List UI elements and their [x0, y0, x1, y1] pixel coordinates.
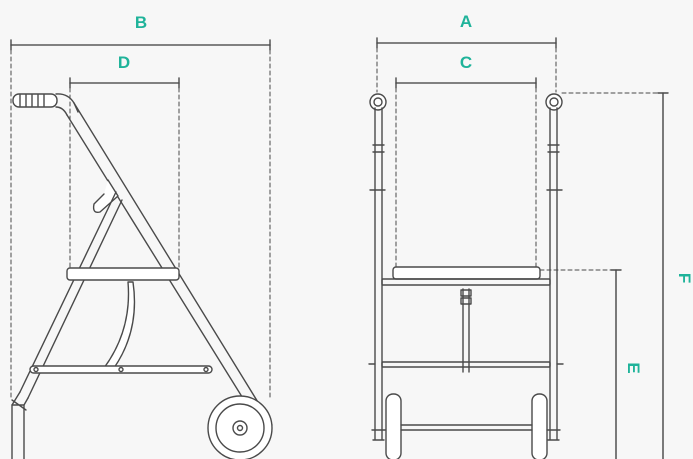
rollator-front-view	[368, 37, 669, 459]
dimension-c	[395, 77, 537, 269]
dimension-label-d: D	[118, 53, 130, 72]
center-stem-clip	[460, 289, 472, 297]
basket	[103, 281, 136, 369]
dimension-e	[539, 269, 622, 459]
front-tube	[19, 191, 123, 399]
rear-wheel	[207, 395, 273, 459]
dimension-label-a: A	[460, 12, 472, 31]
dimension-d	[69, 77, 180, 269]
center-stem	[462, 288, 470, 373]
dimension-label-e: E	[624, 362, 643, 373]
dimension-label-c: C	[460, 53, 472, 72]
bolt	[33, 366, 39, 373]
rear-tube	[66, 102, 273, 430]
right-handle-knob-inner	[549, 97, 559, 107]
handle-grip-ridges	[19, 94, 45, 107]
handle-grip	[12, 93, 58, 108]
lower-crossbar	[29, 365, 213, 374]
wheel-tire	[207, 395, 273, 459]
rollator-side-view	[10, 39, 273, 459]
wheel-axle	[236, 424, 244, 432]
wheel-rim	[215, 403, 265, 453]
front-seat	[392, 266, 541, 280]
left-handle-knob	[369, 93, 387, 111]
left-front-wheel	[385, 393, 402, 459]
seat-frame-bar	[381, 278, 551, 286]
dimension-label-f: F	[675, 273, 693, 283]
seat	[66, 267, 180, 281]
bolt	[118, 366, 124, 373]
axle-bar	[400, 424, 533, 431]
left-upright	[374, 107, 383, 431]
right-height-adjuster	[546, 144, 563, 191]
folding-hinge	[92, 179, 119, 214]
dimension-f	[561, 92, 669, 459]
wheel-hub	[232, 420, 248, 436]
dimension-a	[376, 37, 557, 93]
front-lower-crossbar	[381, 361, 551, 368]
center-stem-clip	[460, 297, 472, 305]
right-handle-knob	[545, 93, 563, 111]
dimension-label-b: B	[135, 13, 147, 32]
leg-ends	[371, 429, 561, 441]
left-handle-knob-inner	[373, 97, 383, 107]
left-height-adjuster	[369, 144, 386, 191]
bolt	[203, 366, 209, 373]
dimension-b	[10, 39, 271, 401]
front-leg-foot-cap	[11, 399, 27, 411]
right-front-wheel	[531, 393, 548, 459]
right-upright	[549, 107, 558, 431]
